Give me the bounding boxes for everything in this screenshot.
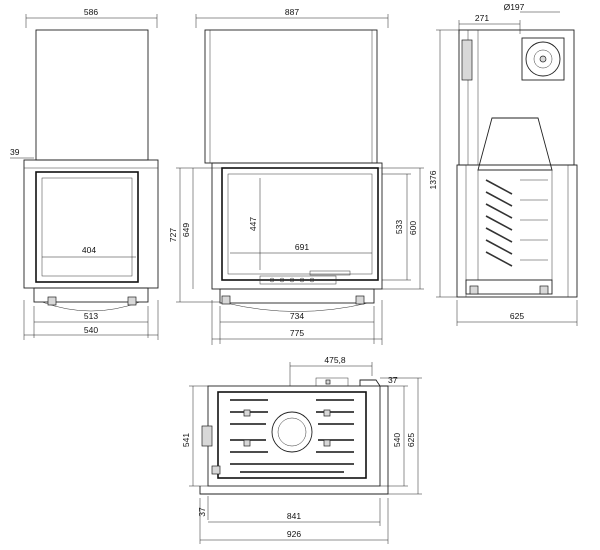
dim-side-h4: 600 bbox=[408, 221, 418, 235]
dim-top-w2: 926 bbox=[287, 529, 301, 539]
dim-top-depth2: 540 bbox=[392, 433, 402, 447]
dim-top-flue-offset: 475,8 bbox=[324, 355, 346, 365]
dim-side-width: 887 bbox=[285, 7, 299, 17]
dim-side-h3: 533 bbox=[394, 220, 404, 234]
dim-side-base1: 734 bbox=[290, 311, 304, 321]
dim-top-depth3: 625 bbox=[406, 433, 416, 447]
dim-right-top: 271 bbox=[475, 13, 489, 23]
dim-top-small2: 37 bbox=[197, 507, 207, 517]
dim-front-outer: 540 bbox=[84, 325, 98, 335]
dim-front-tab: 39 bbox=[10, 147, 20, 157]
dim-right-depth: 625 bbox=[510, 311, 524, 321]
dim-side-glass-h: 447 bbox=[248, 217, 258, 231]
section-view: 271 Ø197 bbox=[428, 2, 578, 326]
dim-top-depth1: 541 bbox=[181, 433, 191, 447]
dim-side-glass: 691 bbox=[295, 242, 309, 252]
dim-top-w1: 841 bbox=[287, 511, 301, 521]
dim-side-base2: 775 bbox=[290, 328, 304, 338]
dim-side-h2: 649 bbox=[181, 223, 191, 237]
dim-side-h1: 727 bbox=[168, 228, 178, 242]
dim-front-glass: 404 bbox=[82, 245, 96, 255]
side-view: 887 727 649 447 691 bbox=[168, 7, 424, 345]
dim-top-small1: 37 bbox=[388, 375, 398, 385]
dim-right-height: 1376 bbox=[428, 170, 438, 189]
dim-right-flue: Ø197 bbox=[504, 2, 525, 12]
top-view: 475,8 37 bbox=[181, 355, 422, 544]
dim-front-width: 586 bbox=[84, 7, 98, 17]
front-view: 586 39 404 513 540 bbox=[10, 7, 159, 340]
dim-front-inner: 513 bbox=[84, 311, 98, 321]
